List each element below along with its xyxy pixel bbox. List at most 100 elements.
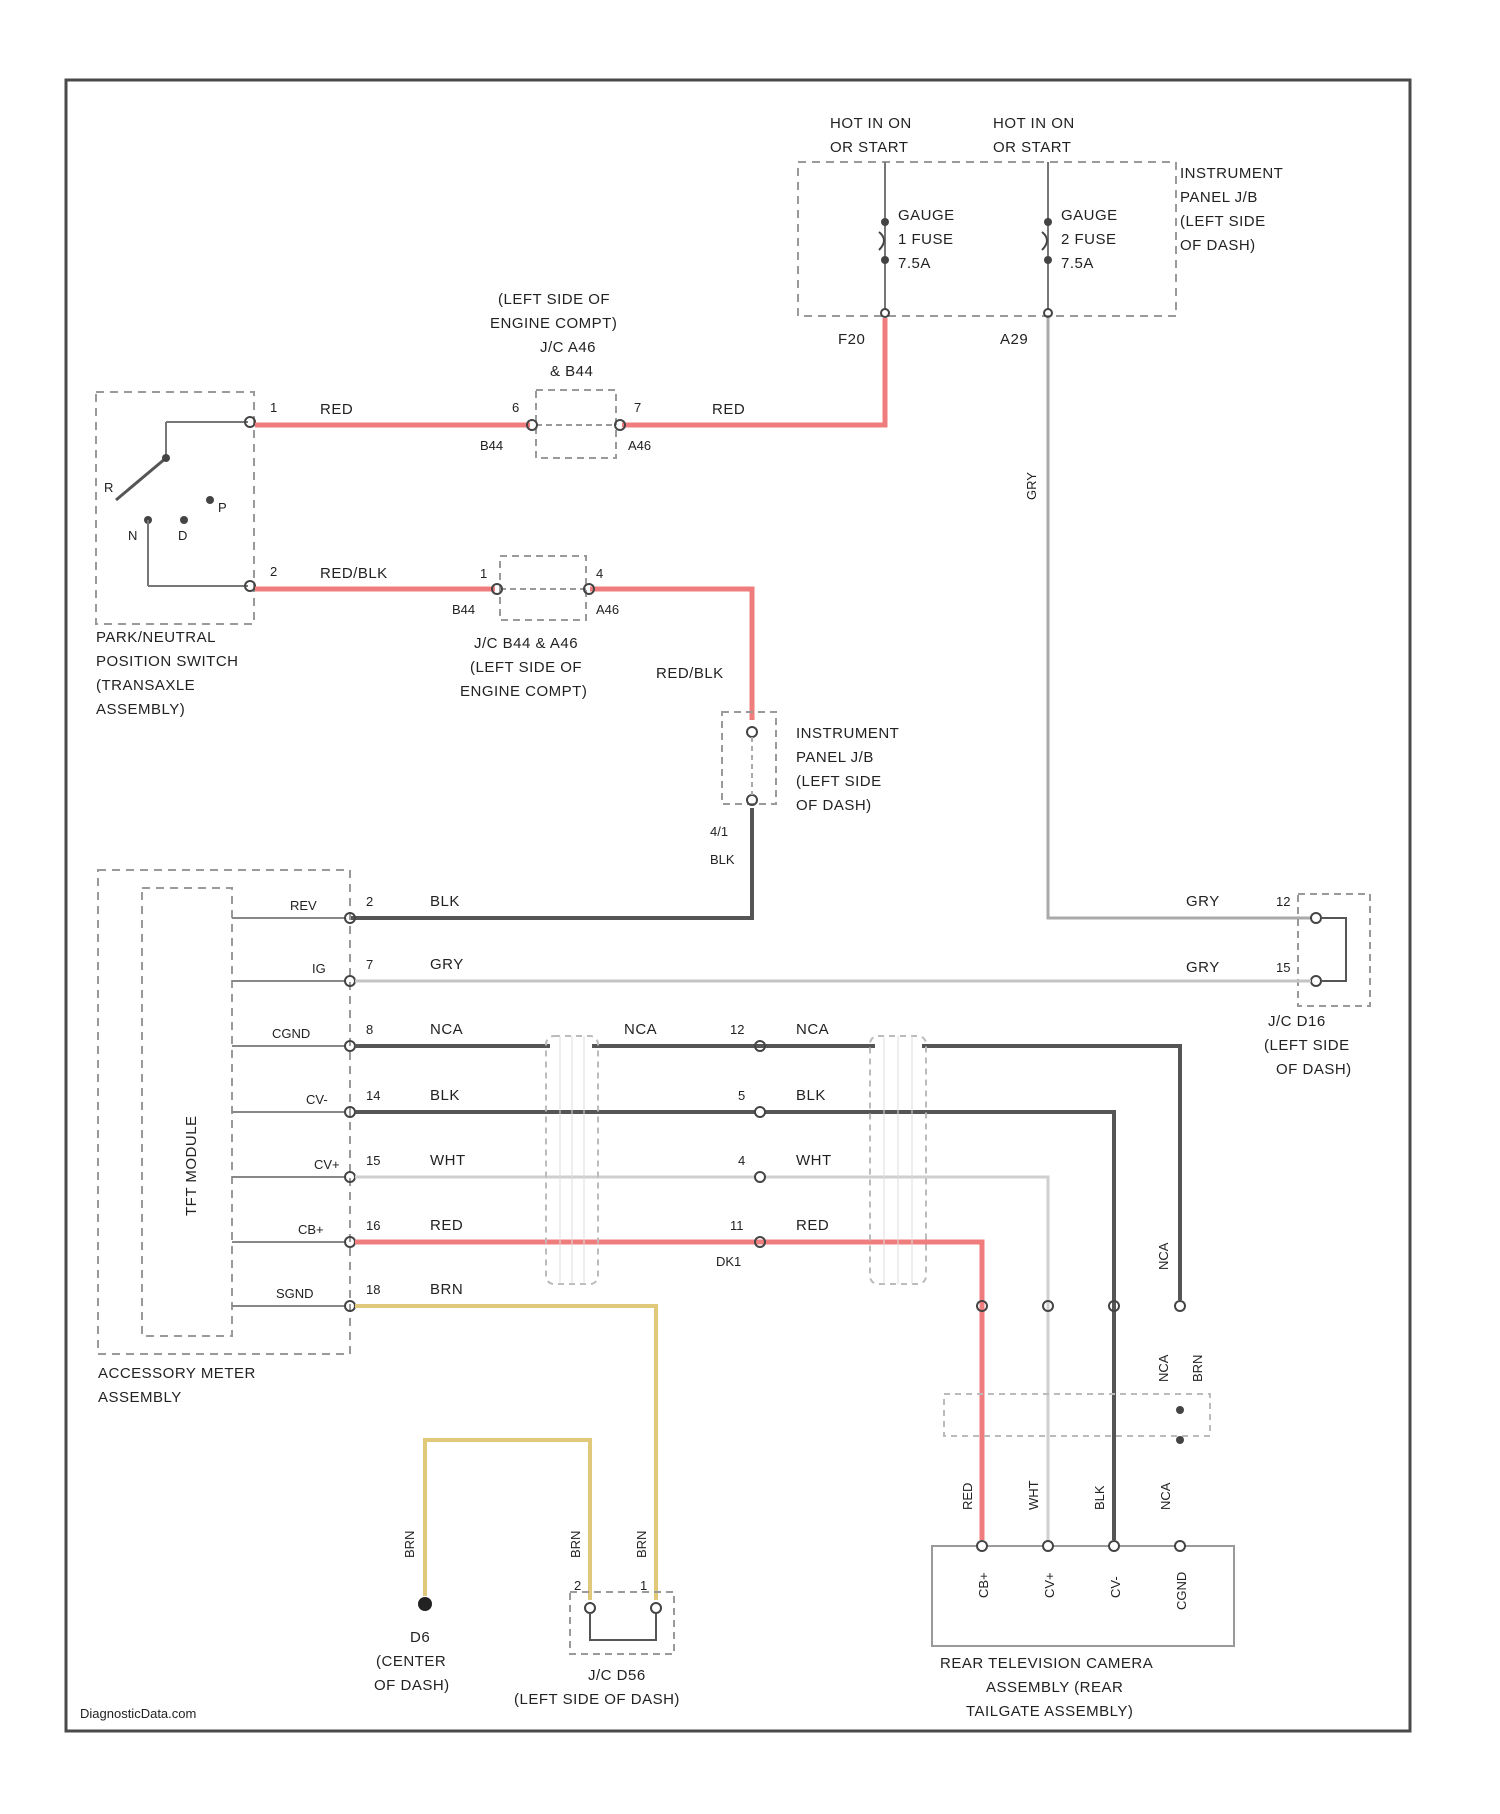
mid-pin-2: 5	[738, 1088, 745, 1103]
jc-right-pin-b: 15	[1276, 960, 1290, 975]
jc-mid-pin-right: 4	[596, 566, 603, 581]
meter-wire-cgnd: NCA	[430, 1021, 463, 1038]
red-wire-top-label-2: RED	[712, 401, 745, 418]
jc-bottom-label-line1: J/C D56	[588, 1667, 646, 1684]
camera-side-label-2: NCA	[1156, 1354, 1171, 1382]
feed2-line1: HOT IN ON	[993, 115, 1075, 132]
meter-wire-ig: GRY	[430, 956, 464, 973]
mid-pin-4: 11	[730, 1218, 744, 1233]
jc-mid-label-line1: J/C B44 & A46	[474, 635, 578, 652]
meter-pin-ig: 7	[366, 957, 373, 972]
gry-right-label-2: GRY	[1186, 959, 1220, 976]
jc-top-label-line3: J/C A46	[540, 339, 596, 356]
jc-right-label-line1: J/C D16	[1268, 1013, 1326, 1030]
brn-label-3: BRN	[634, 1531, 649, 1558]
fuse1-line1: GAUGE	[898, 207, 955, 224]
jc-right-label-line2: (LEFT SIDE	[1264, 1037, 1350, 1054]
meter-wire-cv-plus: WHT	[430, 1152, 466, 1169]
meter-wire-rev: BLK	[430, 893, 460, 910]
gry-right-label-1: GRY	[1186, 893, 1220, 910]
meter-row-ig	[232, 976, 1311, 986]
meter-term-sgnd: SGND	[276, 1286, 314, 1301]
meter-pin-cv-plus: 15	[366, 1153, 380, 1168]
meter-term-cgnd: CGND	[272, 1026, 310, 1041]
meter-wire-cb-plus: RED	[430, 1217, 463, 1234]
meter-row-cgnd	[232, 1041, 1180, 1300]
jc-top-conn-right: A46	[628, 438, 651, 453]
meter-pin-cb-plus: 16	[366, 1218, 380, 1233]
camera-term-cb-plus: CB+	[976, 1572, 991, 1598]
switch-pin1: 1	[270, 400, 277, 415]
jc-top-pin-right: 7	[634, 400, 641, 415]
jc-right-pin-a: 12	[1276, 894, 1290, 909]
tft-module-label: TFT MODULE	[183, 1115, 200, 1216]
mid-wire-3: WHT	[796, 1152, 832, 1169]
jc-bottom-label-line2: (LEFT SIDE OF DASH)	[514, 1691, 680, 1708]
meter-term-ig: IG	[312, 961, 326, 976]
jc-mid-conn-left: B44	[452, 602, 475, 617]
jc-mid-pin-left: 1	[480, 566, 487, 581]
ground-label-line1: D6	[410, 1629, 430, 1646]
jc-mid-label-line2: (LEFT SIDE OF	[470, 659, 582, 676]
panel-jb-line4: OF DASH)	[1180, 237, 1256, 254]
fuse-box	[798, 162, 1176, 317]
fuse2-line3: 7.5A	[1061, 255, 1094, 272]
meter-term-cv-plus: CV+	[314, 1157, 340, 1172]
mid-wire-1: NCA	[796, 1021, 829, 1038]
shield-left	[546, 1036, 598, 1284]
camera-term-cv-minus: CV-	[1108, 1576, 1123, 1598]
mid-connector	[755, 1041, 765, 1247]
panel-jb-line2: PANEL J/B	[1180, 189, 1258, 206]
camera-wire-red: RED	[960, 1483, 975, 1510]
brn-ground-wires	[418, 1440, 590, 1611]
panel-jb-line1: INSTRUMENT	[1180, 165, 1283, 182]
jc-bottom-pin-a: 2	[574, 1578, 581, 1593]
fuse-pin-right: A29	[1000, 331, 1028, 348]
ip-jb2-label-line1: INSTRUMENT	[796, 725, 899, 742]
camera-wire-blk: BLK	[1092, 1485, 1107, 1510]
gry-vertical-label: GRY	[1024, 472, 1039, 500]
switch-pos-p: P	[218, 500, 227, 515]
jc-bottom	[570, 1592, 674, 1654]
mid-nca-label: NCA	[624, 1021, 657, 1038]
switch-pin2: 2	[270, 564, 277, 579]
fuse2-line1: GAUGE	[1061, 207, 1118, 224]
switch-pos-r: R	[104, 480, 113, 495]
fuse1-line2: 1 FUSE	[898, 231, 954, 248]
meter-term-cb-plus: CB+	[298, 1222, 324, 1237]
gry-wire-fuse2	[1048, 318, 1312, 918]
camera-term-cv-plus: CV+	[1042, 1572, 1057, 1598]
watermark: DiagnosticData.com	[80, 1706, 196, 1721]
feed2-line2: OR START	[993, 139, 1071, 156]
meter-term-rev: REV	[290, 898, 317, 913]
jc-top-label-line1: (LEFT SIDE OF	[498, 291, 610, 308]
fuse2-line2: 2 FUSE	[1061, 231, 1117, 248]
ip-jb2-wire-blk: BLK	[710, 852, 735, 867]
ip-jb2-conn: 4/1	[710, 824, 728, 839]
switch-label-line1: PARK/NEUTRAL	[96, 629, 216, 646]
camera-term-cgnd: CGND	[1174, 1572, 1189, 1610]
camera-wire-nca: NCA	[1158, 1482, 1173, 1510]
shield-right	[870, 1036, 926, 1284]
ground-label-line2: (CENTER	[376, 1653, 446, 1670]
fuse1-line3: 7.5A	[898, 255, 931, 272]
meter-row-cb-plus	[232, 1237, 982, 1540]
camera-label-line3: TAILGATE ASSEMBLY)	[966, 1703, 1133, 1720]
jc-top-conn-left: B44	[480, 438, 503, 453]
meter-pin-cv-minus: 14	[366, 1088, 380, 1103]
mid-pin-3: 4	[738, 1153, 745, 1168]
jc-top-pin-left: 6	[512, 400, 519, 415]
fuse-pin-left: F20	[838, 331, 865, 348]
junction-mid	[492, 556, 594, 620]
meter-row-rev	[232, 913, 355, 923]
ip-jb2-label-line4: OF DASH)	[796, 797, 872, 814]
brn-label-2: BRN	[568, 1531, 583, 1558]
meter-pin-rev: 2	[366, 894, 373, 909]
panel-jb-line3: (LEFT SIDE	[1180, 213, 1266, 230]
meter-term-cv-minus: CV-	[306, 1092, 328, 1107]
feed1-line1: HOT IN ON	[830, 115, 912, 132]
switch-pos-n: N	[128, 528, 137, 543]
red-wire-top-label-1: RED	[320, 401, 353, 418]
meter-wire-sgnd: BRN	[430, 1281, 463, 1298]
